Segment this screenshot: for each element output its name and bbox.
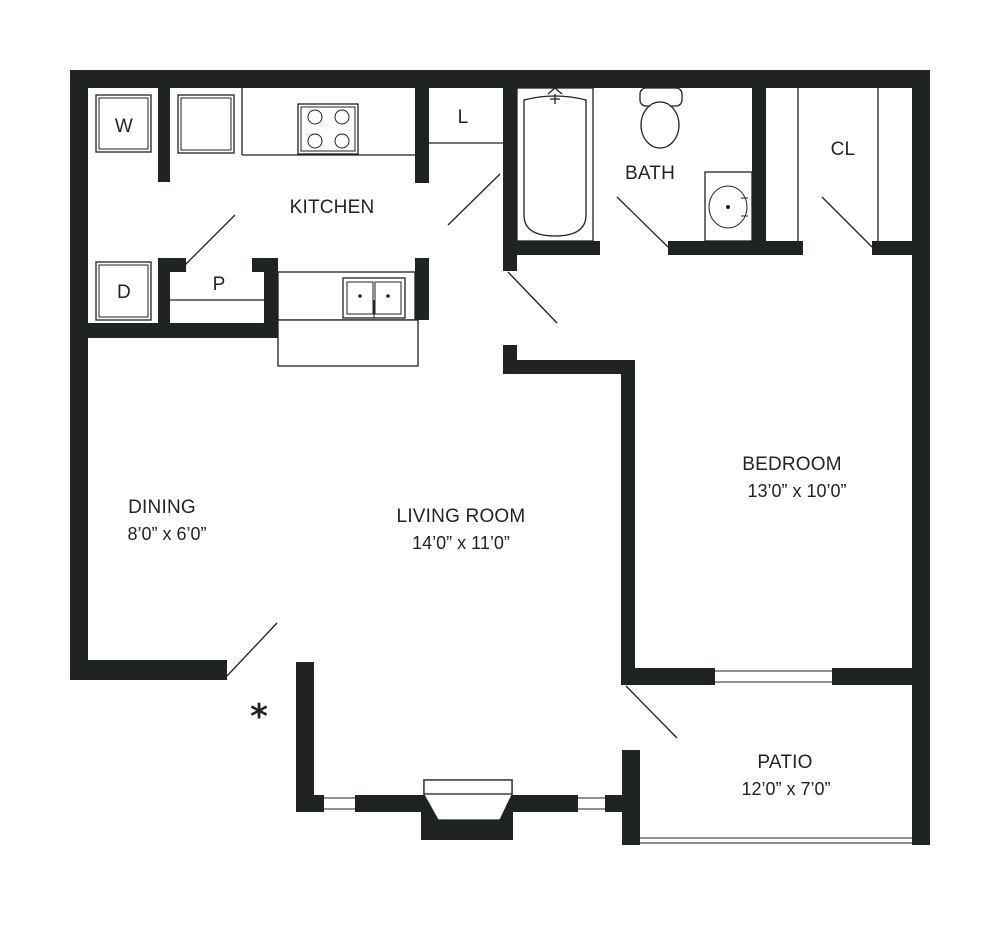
living-windows: [324, 797, 605, 810]
toilet: [639, 87, 683, 149]
living-room-dims: 14’0” x 11’0”: [412, 533, 510, 553]
doors: [184, 173, 873, 739]
patio-label: PATIO: [757, 752, 812, 773]
closet-shelves: [797, 88, 879, 241]
pantry-label: P: [213, 274, 226, 295]
kitchen-label: KITCHEN: [290, 197, 375, 218]
dining-label: DINING: [128, 497, 196, 518]
dryer: [95, 261, 152, 321]
bedroom-window: [715, 670, 832, 683]
bedroom-label: BEDROOM: [742, 454, 842, 475]
patio-dims: 12’0” x 7’0”: [741, 779, 830, 799]
closet-label: CL: [831, 139, 856, 160]
bath-sink: [704, 171, 753, 242]
kitchen-counter: [177, 88, 415, 156]
dryer-label: D: [117, 282, 131, 303]
interior-walls: [88, 88, 930, 685]
entry-marker: *: [250, 697, 268, 737]
washer: [95, 94, 152, 153]
washer-label: W: [115, 116, 133, 137]
fireplace: [421, 779, 513, 840]
living-room-label: LIVING ROOM: [397, 506, 526, 527]
patio-boundary: [640, 837, 912, 844]
bedroom-dims: 13’0” x 10’0”: [747, 481, 846, 501]
bathtub: [516, 87, 594, 242]
stove: [297, 103, 359, 155]
kitchen-island: [277, 271, 419, 367]
bath-label: BATH: [625, 163, 675, 184]
dining-dims: 8’0” x 6’0”: [127, 524, 206, 544]
linen-label: L: [458, 107, 469, 128]
